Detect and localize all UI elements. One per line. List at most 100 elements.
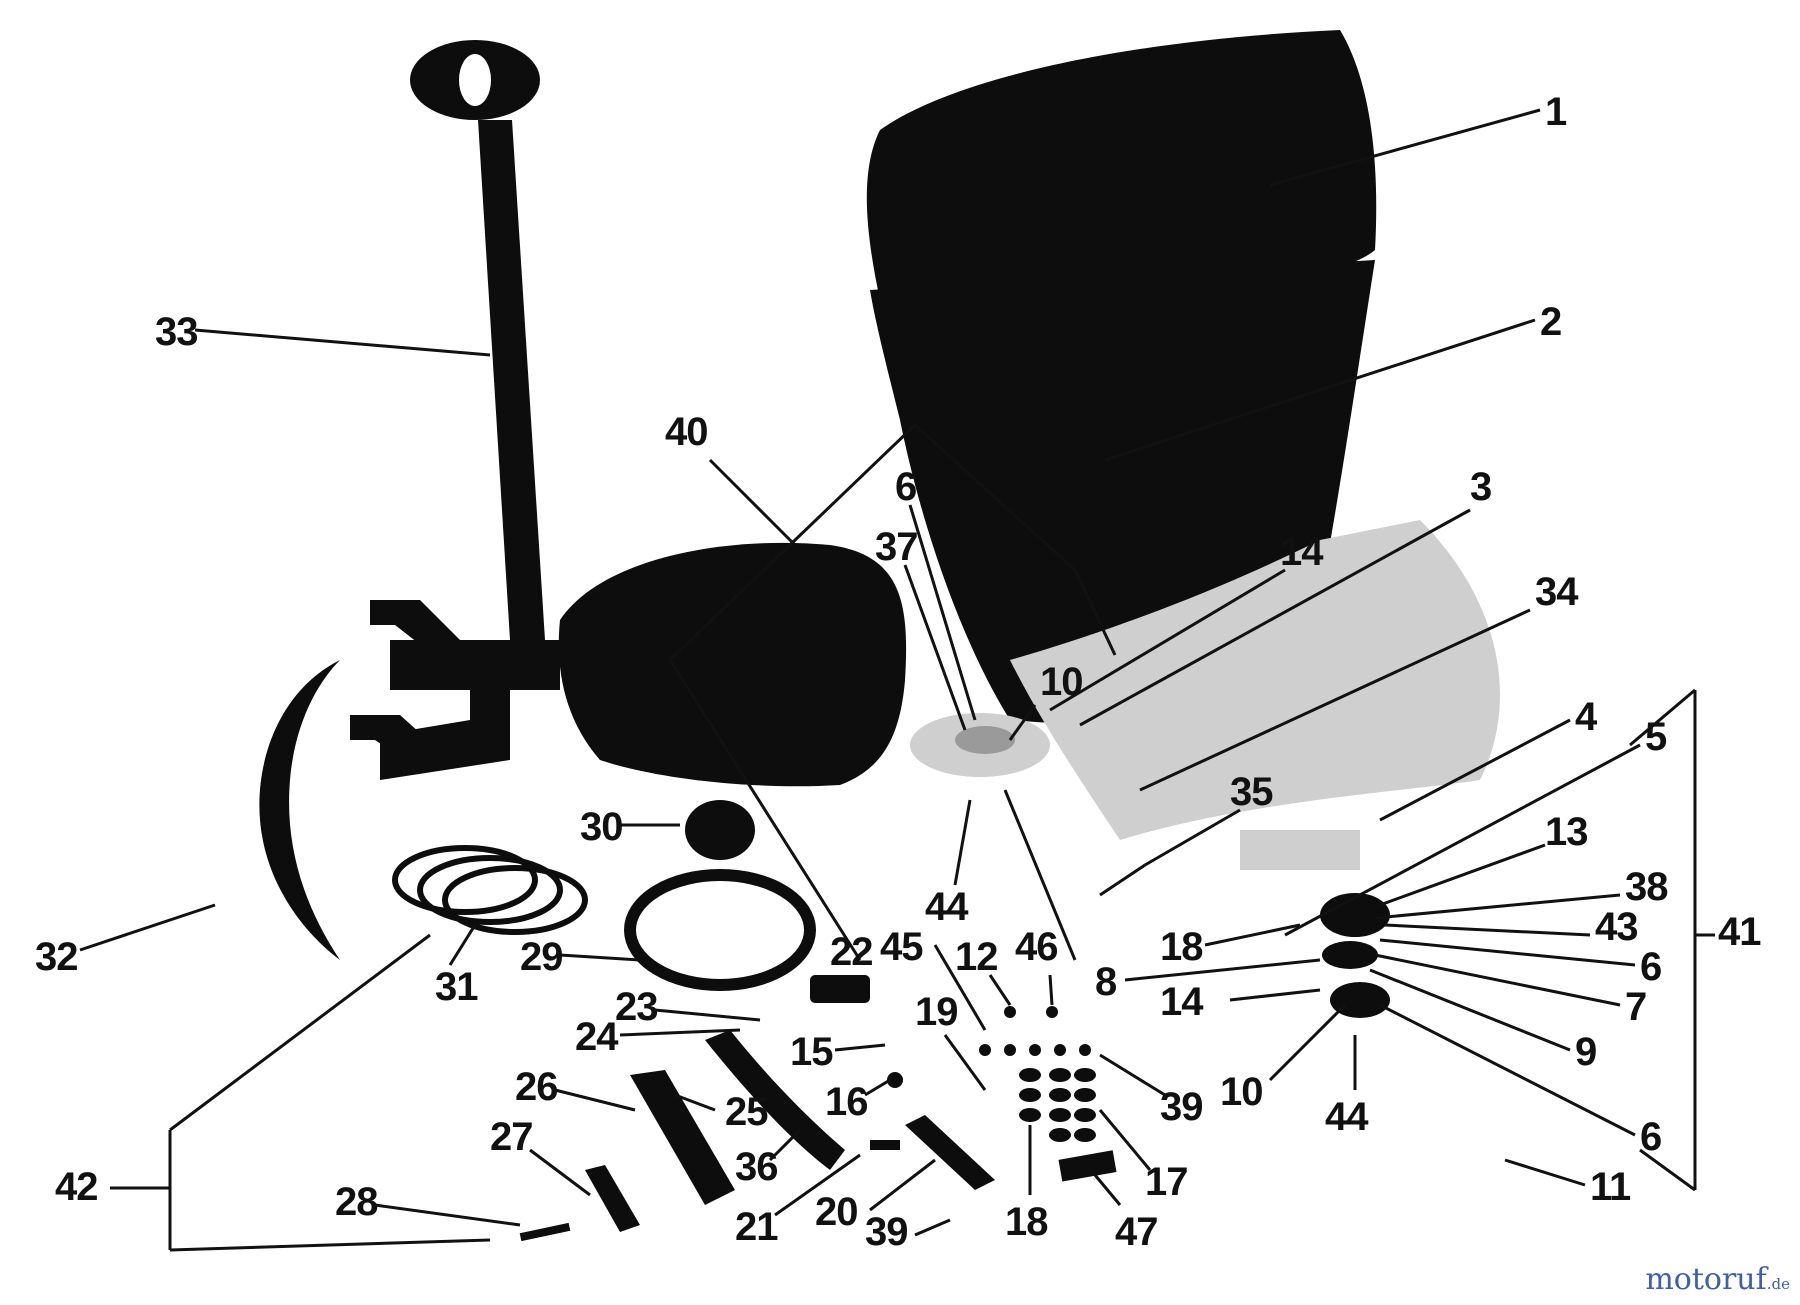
leader-47 (1093, 1174, 1122, 1206)
leader-42c (169, 1238, 491, 1252)
callout-8: 8 (1095, 960, 1117, 1004)
part-bar (905, 1115, 995, 1190)
callout-47: 47 (1115, 1210, 1158, 1254)
leader-39b (914, 1218, 951, 1237)
part-handle (478, 120, 545, 640)
callout-22: 22 (830, 930, 873, 974)
callout-25: 25 (725, 1090, 768, 1134)
leader-23 (654, 1008, 761, 1022)
callout-labels: 1 2 3 14 34 4 5 13 38 43 6 7 9 6 11 41 1… (35, 90, 1762, 1254)
callout-26: 26 (515, 1065, 558, 1109)
leader-22 (668, 659, 862, 961)
watermark-logo: motoruf.de (1645, 1262, 1790, 1297)
leader-25 (674, 1093, 716, 1112)
leader-46 (1048, 974, 1054, 1006)
leader-15 (834, 1043, 886, 1052)
callout-34: 34 (1535, 570, 1579, 614)
watermark-tld: .de (1766, 1275, 1790, 1293)
callout-40: 40 (665, 410, 708, 454)
callout-5: 5 (1645, 715, 1667, 759)
leader-13 (1379, 843, 1546, 907)
leader-16c (1073, 569, 1117, 656)
callout-16: 16 (825, 1080, 868, 1124)
callout-2: 2 (1540, 300, 1561, 344)
callout-46: 46 (1015, 925, 1058, 969)
part-small-spring (870, 1140, 900, 1150)
callout-21: 21 (735, 1205, 778, 1249)
callout-14-right: 14 (1160, 980, 1204, 1024)
leader-41c (1639, 1148, 1696, 1192)
callout-42: 42 (55, 1165, 98, 1209)
callout-33: 33 (155, 310, 198, 354)
leader-27 (529, 1148, 591, 1197)
parts-illustration (259, 30, 1500, 1242)
leader-17 (1098, 1109, 1152, 1171)
leader-9 (1369, 968, 1571, 1052)
leader-37 (903, 564, 967, 731)
watermark-name: motoruf (1645, 1262, 1767, 1297)
part-grass-bag-top (866, 30, 1377, 300)
callout-30: 30 (580, 805, 623, 849)
part-hub-right-top (1320, 893, 1390, 937)
callout-23: 23 (615, 985, 658, 1029)
leader-24 (619, 1028, 741, 1037)
callout-13: 13 (1545, 810, 1588, 854)
callout-44-right: 44 (1325, 1095, 1369, 1139)
leader-16b (913, 423, 1077, 572)
leader-43 (1384, 923, 1591, 937)
leader-8 (1124, 958, 1321, 982)
callout-11: 11 (1590, 1165, 1631, 1209)
part-belt (624, 869, 816, 991)
callout-44-left: 44 (925, 885, 969, 929)
leader-lines (79, 108, 1715, 1252)
leader-40 (708, 458, 797, 547)
leader-4 (1379, 718, 1571, 822)
part-spring (810, 975, 870, 1003)
callout-19: 19 (915, 990, 958, 1034)
callout-32: 32 (35, 935, 78, 979)
leader-31 (448, 924, 477, 966)
callout-18-right: 18 (1160, 925, 1203, 969)
callout-15: 15 (790, 1030, 833, 1074)
leader-41b (1629, 688, 1696, 747)
callout-43: 43 (1595, 905, 1638, 949)
part-block (1058, 1150, 1117, 1182)
callout-24: 24 (575, 1015, 619, 1059)
leader-8b (1003, 789, 1077, 961)
part-small-plate (585, 1165, 640, 1232)
leader-14a (1049, 568, 1286, 712)
leader-28 (374, 1203, 521, 1227)
callout-14-top: 14 (1280, 530, 1324, 574)
leader-1 (1269, 108, 1541, 187)
callout-10-right: 10 (1220, 1070, 1263, 1114)
leader-14b (1229, 988, 1321, 1002)
leader-12 (988, 974, 1012, 1006)
leader-45 (933, 944, 987, 1031)
leader-2 (1104, 318, 1536, 462)
part-hub-right-bottom (1330, 982, 1390, 1018)
callout-31: 31 (435, 965, 478, 1009)
leader-10b (1268, 1003, 1347, 1082)
callout-7: 7 (1625, 985, 1646, 1029)
leader-29 (559, 953, 641, 962)
leader-21 (774, 1153, 861, 1217)
part-hub-right-mid (1322, 941, 1378, 969)
callout-4: 4 (1575, 695, 1598, 739)
callout-18-bottom: 18 (1005, 1200, 1048, 1244)
part-pin (519, 1222, 571, 1242)
leader-10a (1008, 704, 1037, 741)
fastener-bolts (887, 1006, 1091, 1088)
part-small-bracket (1240, 830, 1360, 870)
leader-6b (1379, 938, 1636, 967)
part-lever (705, 1030, 845, 1170)
callout-39-right: 39 (1160, 1085, 1203, 1129)
part-handle-grip-hole (459, 54, 491, 106)
leader-33 (194, 328, 491, 357)
leader-16 (864, 1078, 891, 1097)
callout-41: 41 (1718, 910, 1761, 954)
part-handle-bracket-arm-lower (350, 715, 450, 770)
part-ring-b (417, 855, 563, 925)
callout-10-top: 10 (1040, 660, 1083, 704)
leader-19 (943, 1034, 987, 1091)
leader-35b (1099, 863, 1146, 897)
